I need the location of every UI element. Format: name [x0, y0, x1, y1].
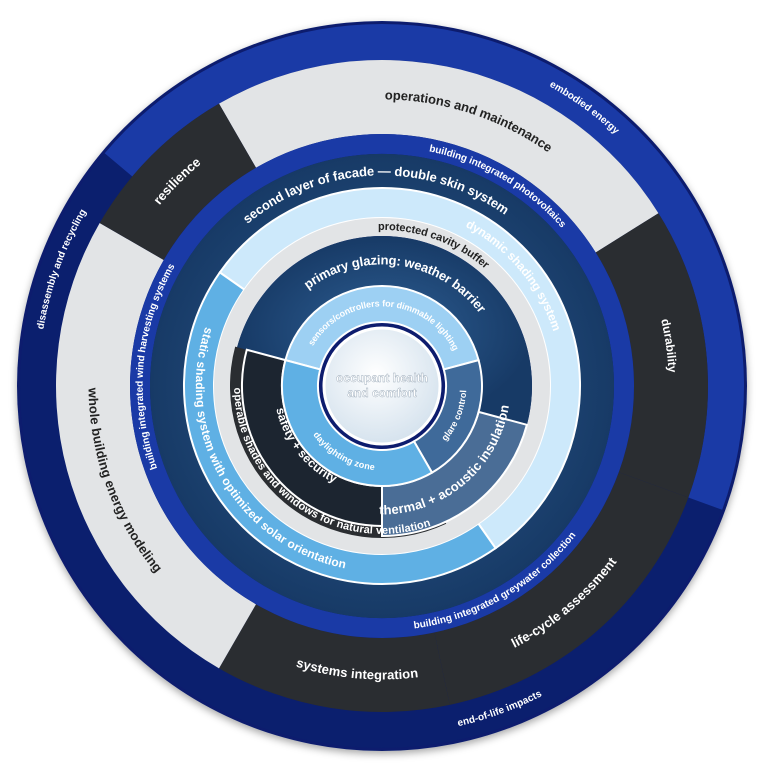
center-label-line2: and comfort	[347, 386, 416, 400]
durability-segment	[595, 213, 708, 498]
whole-building-segment	[56, 223, 257, 669]
center-label-line1: occupant health	[336, 371, 428, 385]
lifecycle-segment	[434, 472, 689, 705]
resilience-segment	[99, 103, 256, 260]
inner-left-segment	[281, 358, 434, 487]
inner-top-segment	[284, 284, 480, 371]
systems-segment	[219, 604, 450, 712]
primary-glazing-segment	[237, 236, 532, 425]
operable-segment	[230, 346, 447, 538]
operations-segment	[219, 60, 659, 253]
center-circle	[322, 326, 442, 446]
